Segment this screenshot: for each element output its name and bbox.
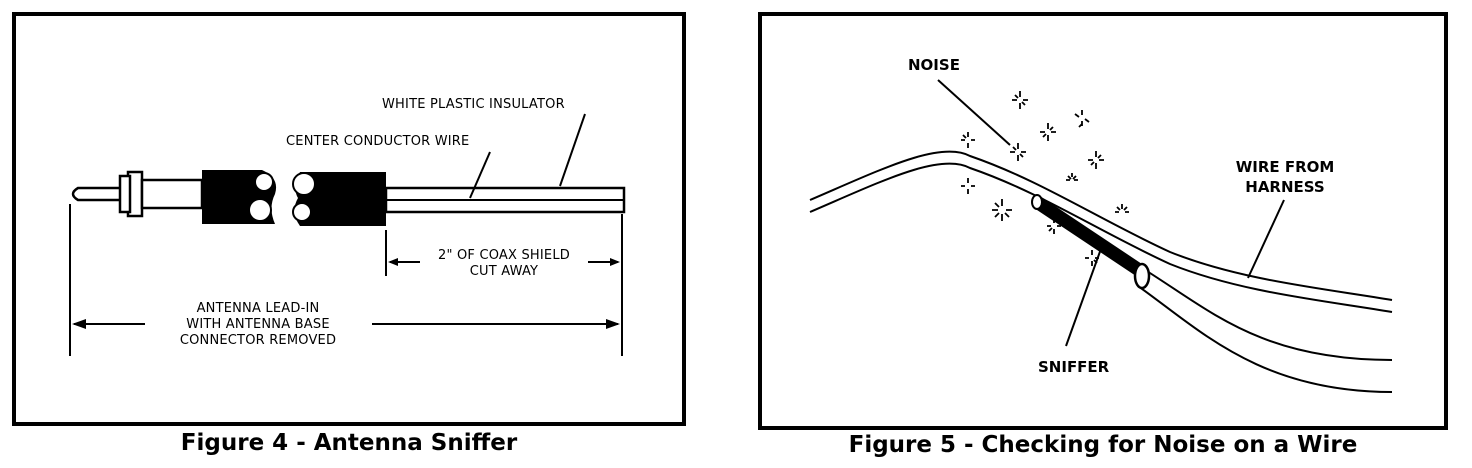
figure-5-panel: NOISE WIRE FROM HARNESS SNIFFER Figure 5… (740, 0, 1472, 468)
figure-4-caption: Figure 4 - Antenna Sniffer (180, 430, 518, 456)
connector-body (140, 178, 204, 210)
label-lead-2: WITH ANTENNA BASE (186, 317, 329, 332)
label-wire-1: WIRE FROM (1236, 158, 1335, 176)
dim-lead-arrow-left (72, 319, 86, 329)
dim-cut-arrow-left (388, 258, 398, 266)
label-noise: NOISE (908, 56, 960, 74)
center-conductor-leader (469, 151, 491, 199)
dim-cut-arrow-right (610, 258, 620, 266)
figure-4-panel: WHITE PLASTIC INSULATOR CENTER CONDUCTOR… (0, 0, 700, 468)
label-shield-cut-2: CUT AWAY (470, 264, 538, 279)
noise-on-wire-diagram: NOISE WIRE FROM HARNESS SNIFFER (758, 12, 1448, 430)
wire-leader (1247, 199, 1285, 279)
figure-4-frame (12, 12, 686, 426)
sniffer-lead-bottom (1137, 285, 1393, 393)
label-lead-1: ANTENNA LEAD-IN (197, 301, 320, 316)
sniffer-tip-end (1031, 194, 1043, 210)
coax-cut-circle-left-bottom (248, 198, 272, 222)
connector-ring (118, 174, 132, 214)
dim-lead-arrow-right (606, 319, 620, 329)
figure-5-caption: Figure 5 - Checking for Noise on a Wire (848, 432, 1358, 458)
conductor-tip (71, 186, 120, 202)
coax-cut-circle-right-top (292, 172, 316, 196)
sniffer-probe (1034, 196, 1148, 280)
coax-jacket-right (294, 172, 386, 226)
harness-wire-top (809, 150, 1393, 301)
label-insulator: WHITE PLASTIC INSULATOR (382, 97, 565, 112)
label-shield-cut-1: 2" OF COAX SHIELD (438, 248, 570, 263)
antenna-sniffer-diagram: WHITE PLASTIC INSULATOR CENTER CONDUCTOR… (12, 12, 686, 426)
coax-cut-circle-left-top (254, 172, 274, 192)
label-lead-3: CONNECTOR REMOVED (180, 333, 336, 348)
harness-wire-bottom (809, 162, 1393, 313)
coax-cut-circle-right-bottom (292, 202, 312, 222)
label-sniffer: SNIFFER (1038, 358, 1110, 376)
label-center-conductor: CENTER CONDUCTOR WIRE (286, 134, 469, 149)
insulator-leader (559, 113, 586, 187)
sniffer-leader (1065, 245, 1103, 347)
label-wire-2: HARNESS (1245, 178, 1324, 196)
sniffer-shield-end (1133, 262, 1151, 290)
sniffer-lead-top (1141, 267, 1393, 361)
noise-leader (937, 79, 1011, 146)
figure-5-frame (758, 12, 1448, 430)
noise-sparks (961, 91, 1129, 266)
